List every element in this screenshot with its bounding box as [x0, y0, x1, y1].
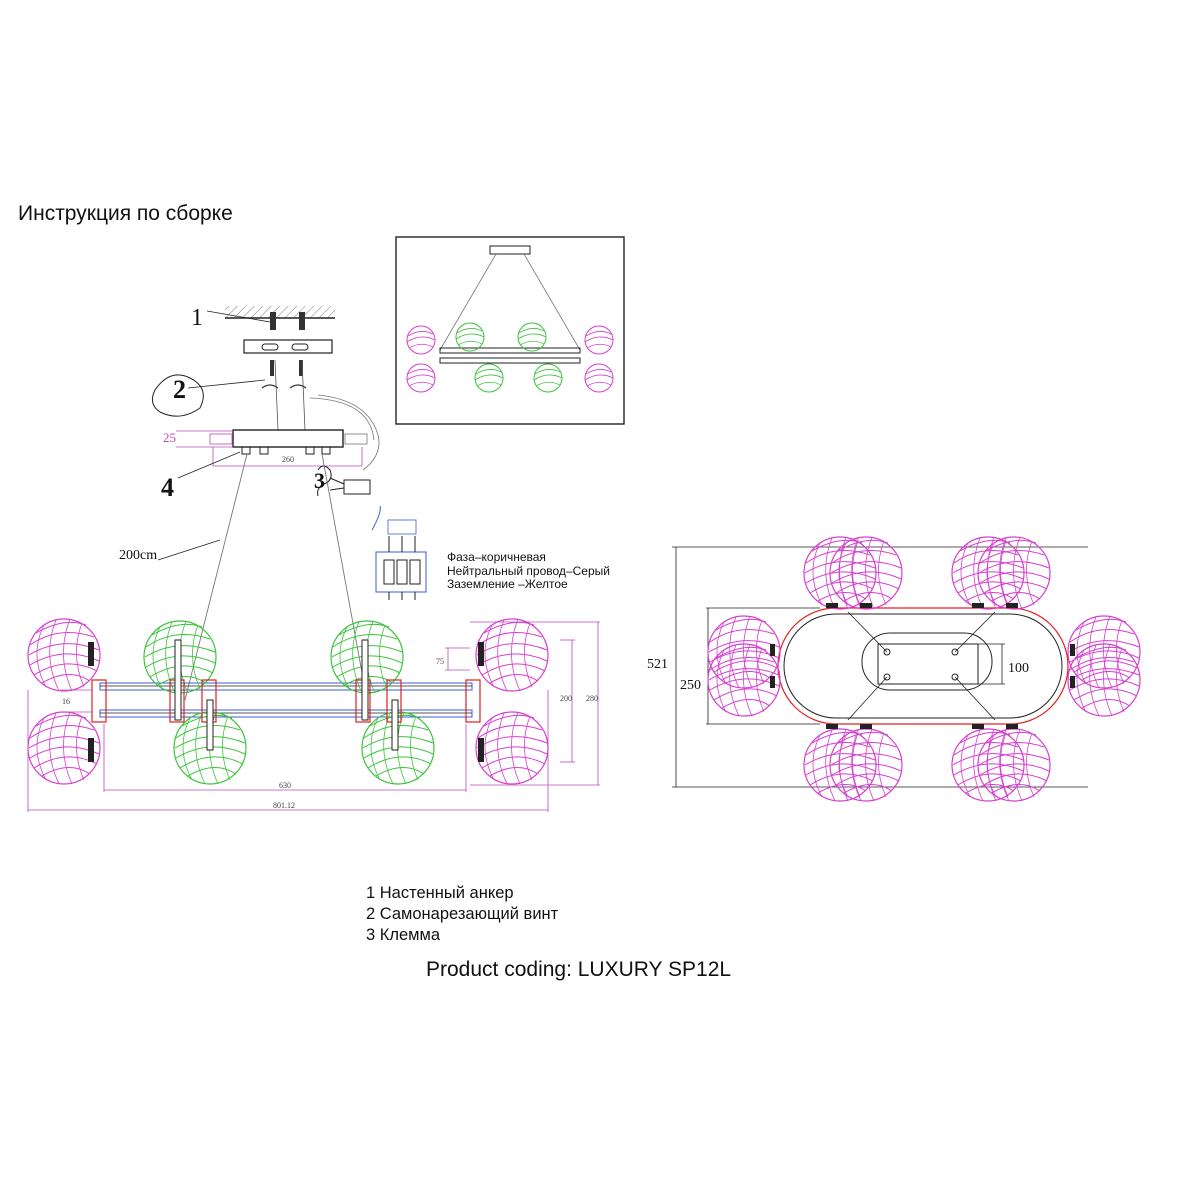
length-total-label: 801.12: [273, 801, 295, 810]
canopy: [232, 429, 344, 448]
side-height-1-label: 200: [560, 694, 572, 703]
canopy-height-label: 25: [163, 430, 176, 445]
top-height-label: 521: [647, 657, 668, 672]
mounting-bracket: [243, 339, 333, 354]
callout-2: 2: [173, 375, 186, 404]
side-height-2-label: 280: [586, 694, 598, 703]
side-small-label: 16: [62, 697, 70, 706]
callout-3: 3: [314, 468, 325, 493]
page-title: Инструкция по сборке: [18, 202, 233, 225]
parts-legend: 1 Настенный анкер 2 Самонарезающий винт …: [366, 883, 558, 946]
top-box-width-label: 100: [1008, 661, 1029, 676]
front-elevation: [27, 618, 600, 812]
screw-icon: [261, 360, 307, 389]
product-code: Product coding: LUXURY SP12L: [426, 958, 732, 981]
top-view: [672, 536, 1141, 802]
part-item: 3 Клемма: [366, 926, 441, 944]
side-drop-label: 75: [436, 657, 444, 666]
part-item: 2 Самонарезающий винт: [366, 905, 559, 923]
cable-length-label: 200cm: [119, 548, 158, 563]
callout-1: 1: [191, 305, 203, 331]
wiring-ground: Заземление –Желтое: [447, 577, 568, 591]
terminal-block-icon: [317, 465, 371, 497]
canopy-assembly: [151, 306, 380, 701]
top-inner-height-label: 250: [680, 678, 701, 693]
wiring-phase: Фаза–коричневая: [447, 550, 546, 564]
preview-box: [395, 236, 625, 425]
wiring-neutral: Нейтральный провод–Серый: [447, 563, 610, 578]
wiring-diagram: [371, 505, 427, 600]
wall-anchor-icon: [270, 312, 305, 330]
wiring-legend: Фаза–коричневая Нейтральный провод–Серый…: [447, 550, 610, 592]
length-inner-label: 630: [279, 781, 291, 790]
part-item: 1 Настенный анкер: [366, 884, 514, 902]
callout-4: 4: [161, 473, 174, 502]
canopy-width-label: 260: [282, 455, 294, 464]
